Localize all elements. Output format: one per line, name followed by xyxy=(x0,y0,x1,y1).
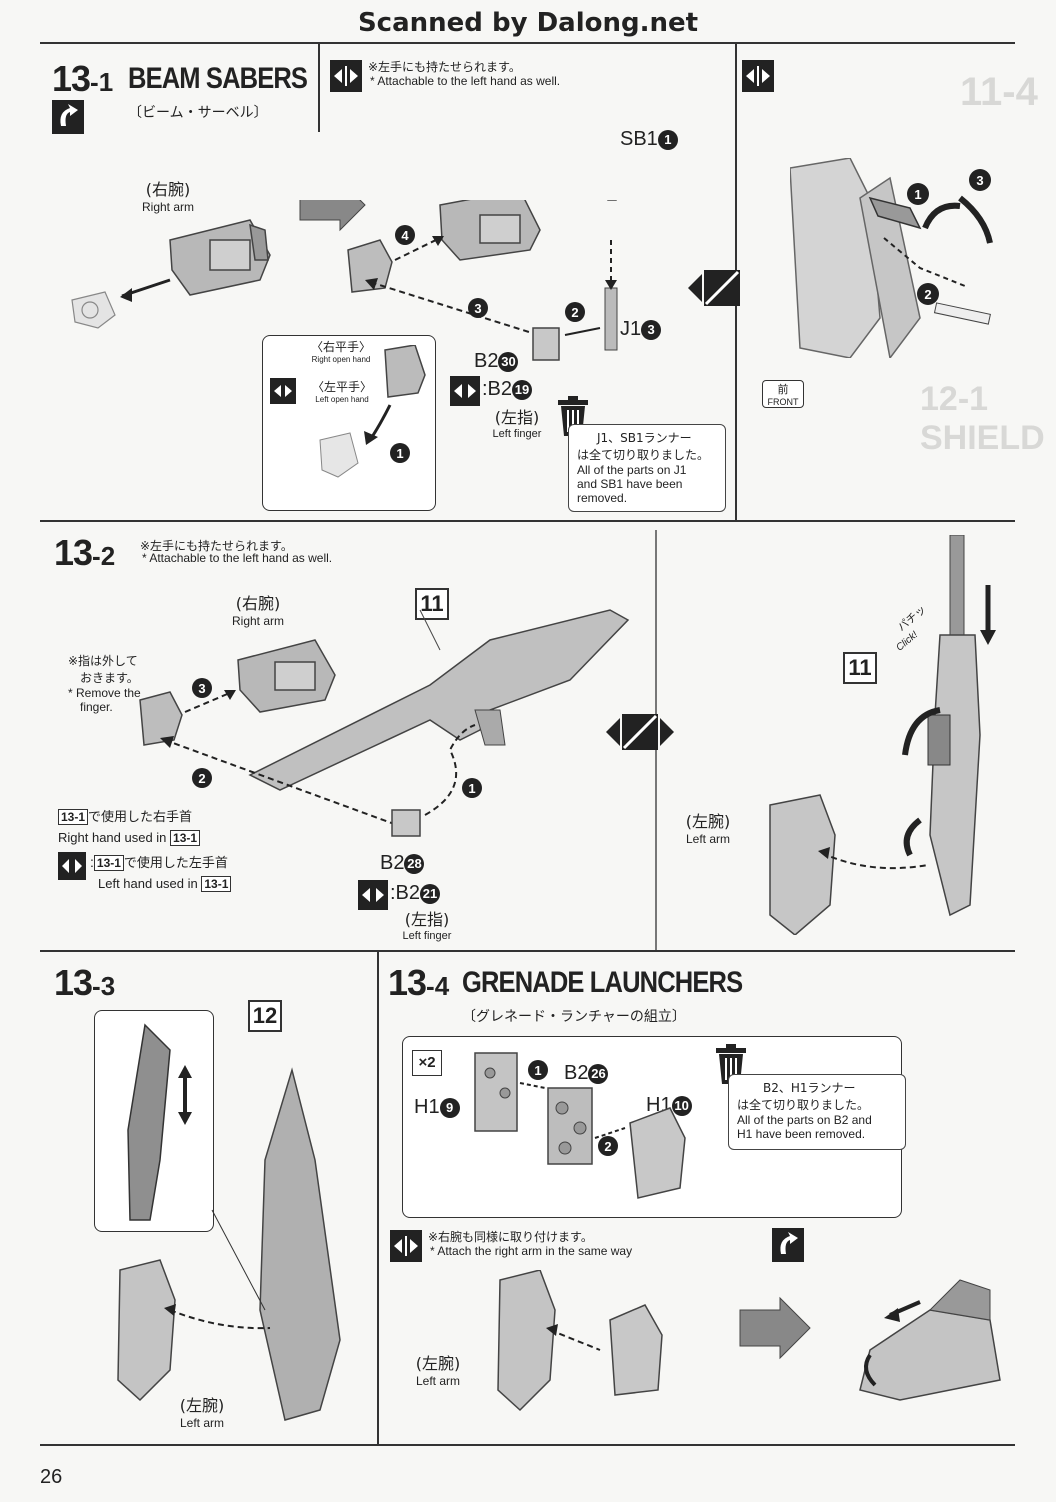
svg-text:3: 3 xyxy=(198,681,205,696)
ghost-text: 12-1 SHIELD xyxy=(920,380,1045,457)
ghost-text: 11-4 xyxy=(960,70,1038,114)
divider-13-3-4 xyxy=(377,950,379,1444)
right-open-hand-label: 〈右平手〉 Right open hand xyxy=(310,340,371,364)
step-number-13-4: 13-4 xyxy=(388,962,450,1003)
hand-swap-icon xyxy=(772,1228,804,1262)
step-subtitle-jp: 〔グレネード・ランチャーの組立〕 xyxy=(462,1009,686,1025)
right-arm-label: (右腕) Right arm xyxy=(141,180,194,214)
rifle-mount-illustration xyxy=(769,535,996,935)
top-border xyxy=(40,42,1015,44)
attach-right-note-jp: ※右腕も同様に取り付けます。 xyxy=(428,1230,593,1244)
left-right-arrows-icon xyxy=(390,1230,422,1262)
svg-text:2: 2 xyxy=(198,771,205,786)
part-box-11: 11 xyxy=(843,652,877,684)
attach-left-note-jp: ※左手にも持たせられます。 xyxy=(368,60,521,74)
left-arm-label: (左腕) Left arm xyxy=(415,1354,461,1388)
left-arm-label: (左腕) Left arm xyxy=(685,812,731,846)
svg-text:2: 2 xyxy=(924,287,931,302)
svg-text:1: 1 xyxy=(396,446,403,461)
part-box-11: 11 xyxy=(415,588,449,620)
step-title-beam-sabers: BEAM SABERS xyxy=(128,62,308,95)
attach-left-note-en: * Attachable to the left hand as well. xyxy=(370,74,561,88)
divider-row-2 xyxy=(40,950,1015,952)
step-title-grenade-launchers: GRENADE LAUNCHERS xyxy=(462,966,743,999)
shield-mount-illustration xyxy=(117,1023,341,1421)
svg-text:1: 1 xyxy=(534,1063,541,1078)
front-indicator: 前 FRONT xyxy=(762,380,804,408)
beam-rifle-assembly-illustration: 3 2 1 xyxy=(139,609,630,837)
right-arm-label: (右腕) Right arm xyxy=(231,594,284,628)
step-number-13-3: 13-3 xyxy=(54,962,116,1003)
left-finger-label: (左指) Left finger xyxy=(402,910,452,942)
left-right-arrows-icon xyxy=(742,60,774,92)
step-subtitle-jp: 〔ビーム・サーベル〕 xyxy=(128,105,268,121)
bottom-border xyxy=(40,1444,1015,1446)
svg-text:2: 2 xyxy=(571,305,578,320)
saber-storage-illustration: 1 2 3 xyxy=(790,158,993,358)
grenade-parts-illustration: 1 2 xyxy=(474,1052,686,1199)
step-number-13-2: 13-2 xyxy=(54,532,116,573)
part-box-12: 12 xyxy=(248,1000,282,1032)
left-right-toggle-icon xyxy=(358,880,388,910)
svg-text:1: 1 xyxy=(914,187,921,202)
remove-finger-note: ※指は外して おきます。 * Remove the finger. xyxy=(68,654,141,714)
grenade-mount-illustration xyxy=(497,1270,1001,1412)
quantity-x2: ×2 xyxy=(412,1050,442,1076)
step-number-13-1: 13-1 xyxy=(52,58,114,99)
divider-row-1 xyxy=(40,520,1015,522)
left-open-hand-label: 〈左平手〉 Left open hand xyxy=(311,380,372,404)
left-arm-label: (左腕) Left arm xyxy=(179,1396,225,1430)
left-right-toggle-icon xyxy=(450,376,480,406)
left-finger-label: (左指) Left finger xyxy=(492,408,542,440)
svg-text:1: 1 xyxy=(468,781,475,796)
svg-text:2: 2 xyxy=(604,1139,611,1154)
attach-left-note-en: * Attachable to the left hand as well. xyxy=(142,551,333,565)
scan-credit: Scanned by Dalong.net xyxy=(357,8,699,38)
divider-13-1-note xyxy=(318,42,320,132)
attach-right-note-en: * Attach the right arm in the same way xyxy=(430,1244,633,1258)
svg-text:3: 3 xyxy=(976,173,983,188)
svg-text:3: 3 xyxy=(474,301,481,316)
hand-swap-icon xyxy=(52,100,84,134)
left-right-arrows-icon xyxy=(330,60,362,92)
svg-text:4: 4 xyxy=(401,228,409,243)
left-right-swap-icon xyxy=(606,714,674,750)
runner-removed-note: J1、SB1ランナー は全て切り取りました。 All of the parts … xyxy=(568,424,726,512)
open-hand-illustration: 1 xyxy=(319,345,426,478)
page-number: 26 xyxy=(40,1466,63,1488)
attach-left-note-jp: ※左手にも持たせられます。 xyxy=(140,539,293,553)
runner-removed-note: B2、H1ランナー は全て切り取りました。 All of the parts o… xyxy=(728,1074,906,1150)
beam-saber-assembly-illustration: 4 3 2 xyxy=(71,200,740,361)
left-right-toggle-icon xyxy=(58,852,86,880)
left-right-toggle-icon xyxy=(270,378,296,404)
